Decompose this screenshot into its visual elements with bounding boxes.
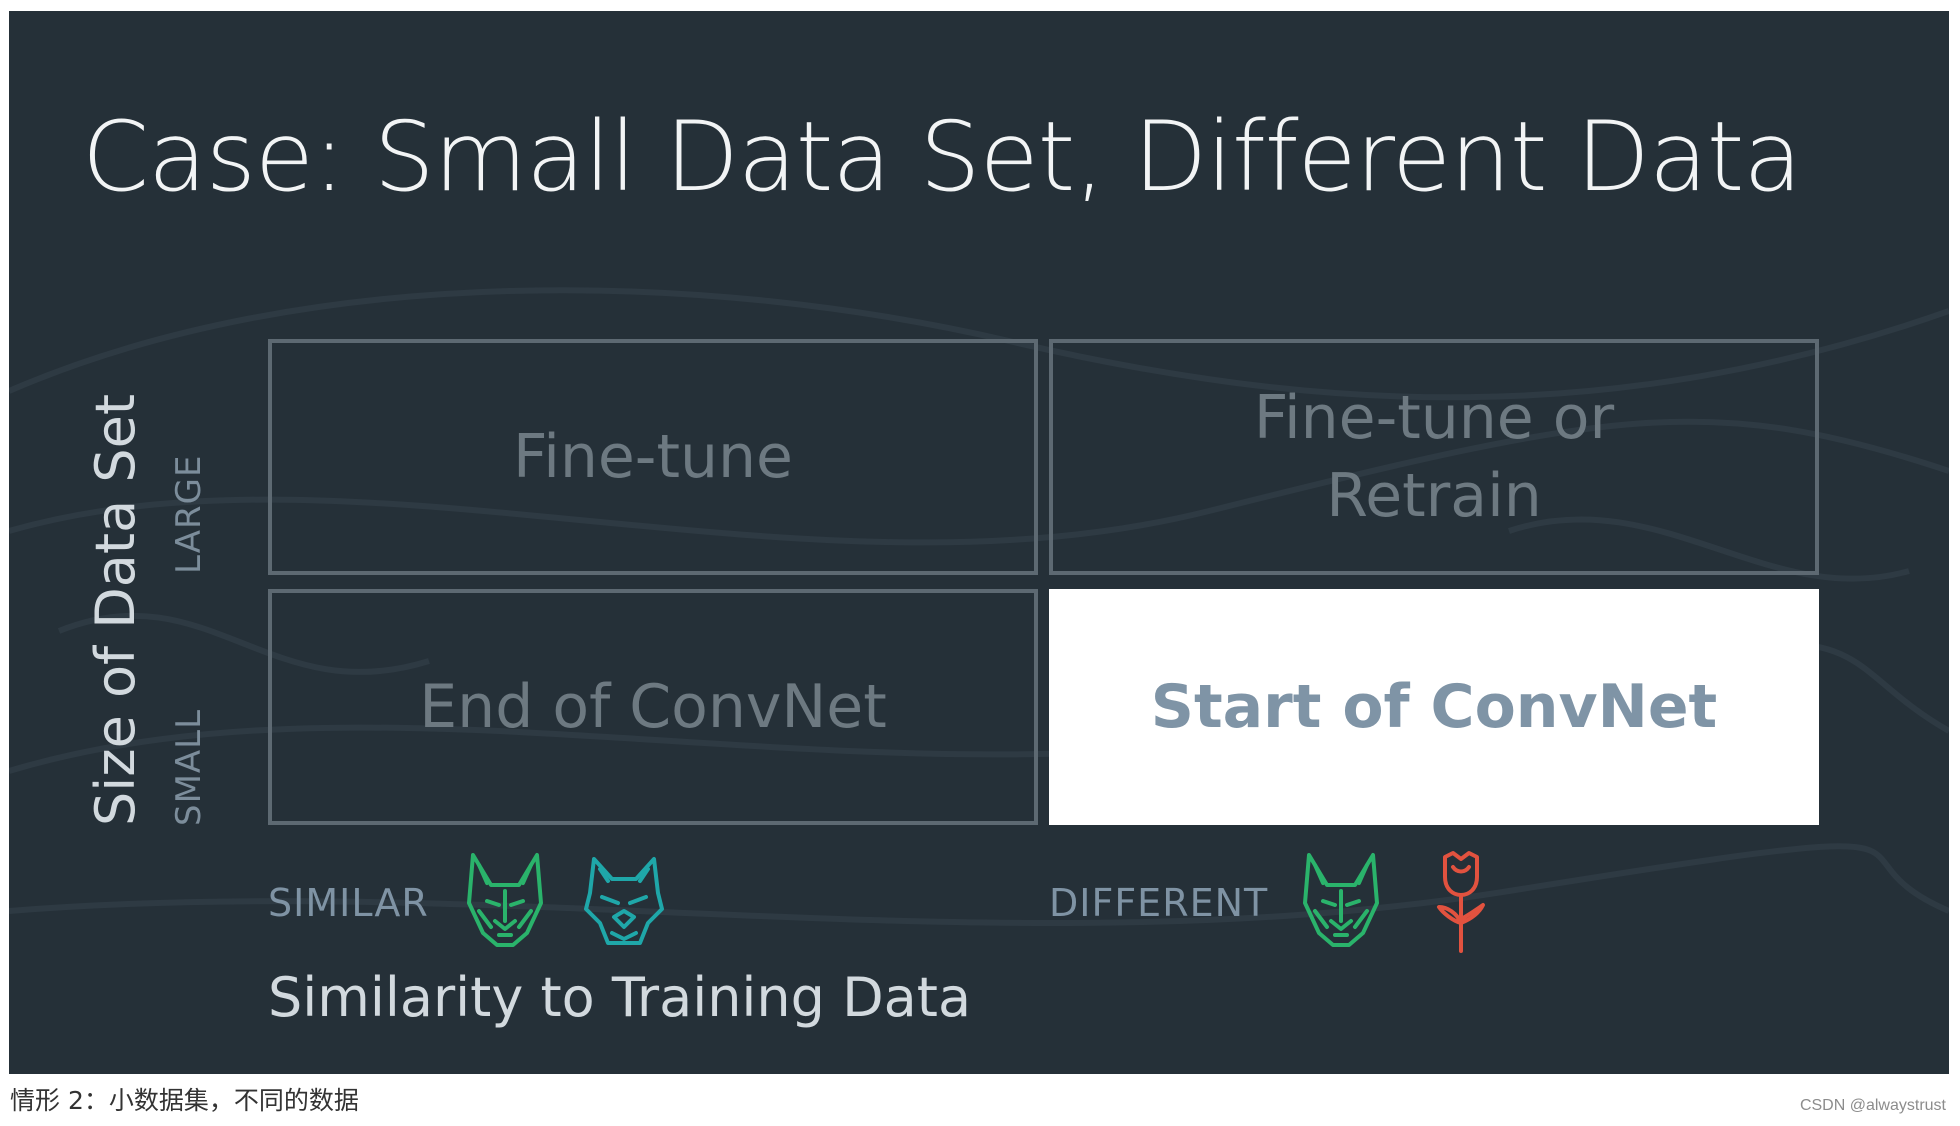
y-tick-large: LARGE bbox=[169, 454, 209, 574]
cell-large-different: Fine-tune or Retrain bbox=[1049, 339, 1819, 575]
cell-label-line: Retrain bbox=[1326, 461, 1542, 531]
cell-label: Start of ConvNet bbox=[1151, 668, 1717, 746]
slide-title: Case: Small Data Set, Different Data bbox=[82, 101, 1802, 213]
x-axis-title: Similarity to Training Data bbox=[268, 966, 972, 1029]
wolf-icon bbox=[584, 857, 664, 945]
y-axis-title: Size of Data Set bbox=[84, 394, 147, 826]
rose-icon bbox=[1437, 851, 1485, 953]
slide: Case: Small Data Set, Different Data Siz… bbox=[9, 11, 1949, 1074]
cell-label: End of ConvNet bbox=[419, 668, 886, 746]
watermark: CSDN @alwaystrust bbox=[1799, 1097, 1946, 1114]
x-tick-different: DIFFERENT bbox=[1049, 881, 1269, 925]
x-tick-similar: SIMILAR bbox=[268, 881, 429, 925]
cell-label: Fine-tune or Retrain bbox=[1254, 379, 1614, 535]
cell-label-line: End of ConvNet bbox=[419, 672, 887, 742]
y-tick-small: SMALL bbox=[169, 708, 209, 826]
cell-small-similar: End of ConvNet bbox=[268, 589, 1038, 825]
cell-large-similar: Fine-tune bbox=[268, 339, 1038, 575]
cell-small-different: Start of ConvNet bbox=[1049, 589, 1819, 825]
cell-label-line: Start of ConvNet bbox=[1150, 672, 1718, 742]
image-caption: 情形 2：小数据集，不同的数据 bbox=[10, 1086, 359, 1115]
dog-icon bbox=[467, 853, 543, 947]
cell-label-line: Fine-tune bbox=[513, 422, 793, 492]
cell-label-line: Fine-tune or bbox=[1253, 383, 1615, 453]
cell-label: Fine-tune bbox=[513, 418, 793, 496]
dog-icon bbox=[1303, 853, 1379, 947]
